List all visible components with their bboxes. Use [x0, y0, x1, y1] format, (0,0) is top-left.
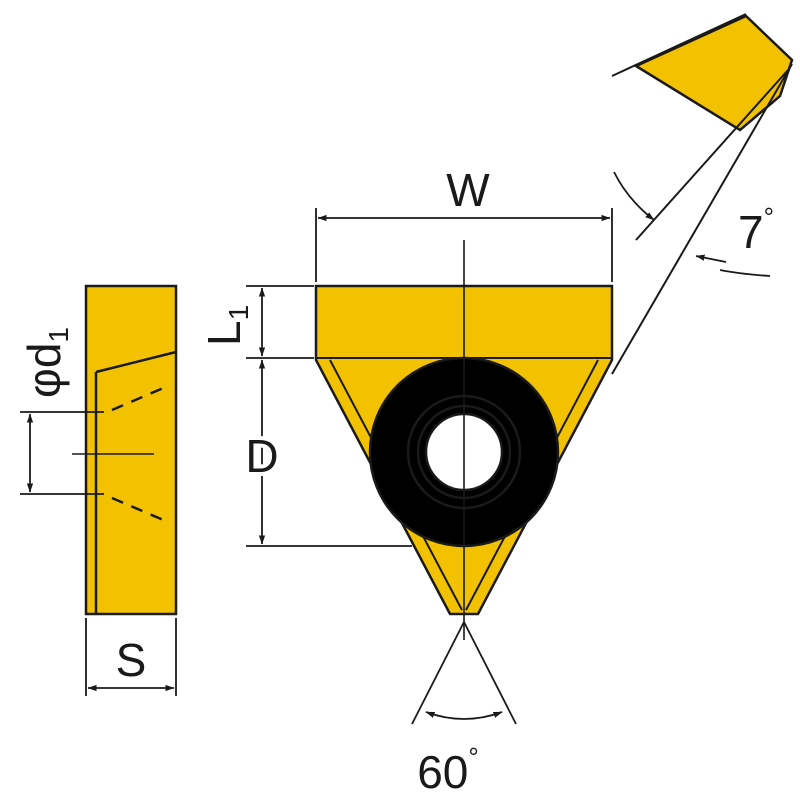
thickness-dimension	[85, 618, 177, 696]
width-dimension	[315, 208, 613, 282]
clearance-angle-detail	[611, 13, 794, 375]
point-angle-arc	[425, 711, 503, 720]
point-angle-label: 60°	[417, 742, 479, 798]
side-view-hole-dash-bottom	[111, 496, 169, 524]
clearance-angle-dimension	[613, 171, 771, 277]
clearance-angle-label: 7°	[738, 202, 774, 258]
hole-diameter-label: φd1	[18, 327, 74, 398]
side-view	[72, 284, 178, 616]
thickness-label: S	[116, 634, 147, 686]
clearance-face-line	[611, 63, 793, 375]
front-view	[314, 240, 614, 640]
clearance-reference-line	[635, 69, 789, 241]
hole-diameter-dimension	[20, 411, 104, 495]
detail-top-line	[611, 13, 747, 77]
side-view-step-line	[95, 350, 177, 374]
side-view-hole-dash-top	[111, 384, 169, 412]
length1-label: L1	[198, 305, 254, 346]
side-view-body	[84, 284, 178, 616]
width-label: W	[446, 164, 490, 216]
diameter-label: D	[245, 430, 278, 482]
point-angle-dimension	[411, 621, 517, 725]
insert-edge-detail	[633, 14, 794, 132]
length-dimensions	[246, 285, 412, 547]
